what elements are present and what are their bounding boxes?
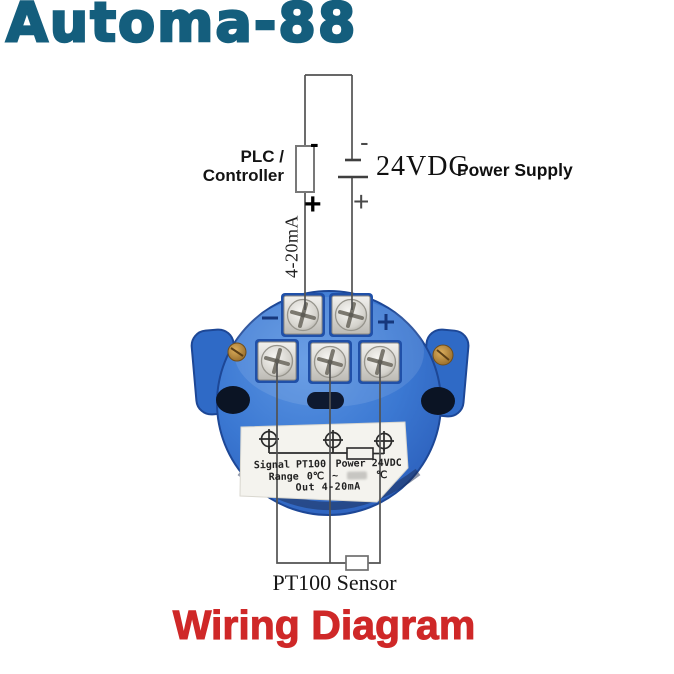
page-title: Wiring Diagram: [172, 602, 476, 649]
sticker-range-suffix: ℃: [376, 469, 388, 481]
screw-terminal-out-plus: [329, 293, 373, 337]
transmitter-device: [190, 290, 470, 516]
device-sticker-text: Signal PT100 Power 24VDC Range 0℃ ~ ℃ Ou…: [252, 458, 405, 495]
mounting-screw-left-icon: [227, 342, 247, 362]
psu-voltage-label: 24VDC: [376, 151, 469, 182]
sticker-power: Power 24VDC: [335, 457, 402, 470]
battery-symbol-icon: [338, 158, 368, 179]
plc-resistor-symbol: [295, 145, 315, 193]
pt100-sensor-label: PT100 Sensor: [272, 570, 397, 595]
brand-logo: Automa-88: [5, 0, 358, 54]
spec-sticker: [239, 421, 409, 503]
screw-terminal-sensor-3: [358, 340, 402, 384]
sticker-schematic: [259, 429, 394, 460]
mounting-hole-right: [421, 387, 455, 415]
plc-controller-label: PLC / Controller: [180, 147, 284, 185]
plc-label-line2: Controller: [202, 166, 284, 185]
screw-terminal-out-minus: [281, 293, 325, 337]
plc-label-line1: PLC /: [240, 147, 284, 166]
sensor-element-symbol: [345, 555, 369, 571]
psu-name-label: Power Supply: [457, 160, 573, 180]
molded-plus-mark: [378, 314, 394, 330]
circuit-wires: [276, 74, 381, 564]
psu-minus-sign: -: [360, 127, 369, 157]
screw-terminal-sensor-2: [308, 340, 352, 384]
sensor-wire-3: [368, 364, 381, 564]
mounting-hole-left: [216, 386, 250, 414]
psu-plus-sign: +: [353, 186, 370, 217]
loop-current-label: 4-20mA: [281, 215, 302, 278]
plc-plus-sign: +: [304, 188, 322, 221]
sensor-wire-1: [276, 363, 346, 564]
mounting-screw-right-icon: [432, 344, 454, 366]
plc-minus-sign: -: [310, 128, 319, 158]
center-slot: [307, 392, 344, 409]
blurred-range-value: [347, 470, 368, 480]
sticker-range-prefix: Range 0℃ ~: [268, 470, 339, 483]
